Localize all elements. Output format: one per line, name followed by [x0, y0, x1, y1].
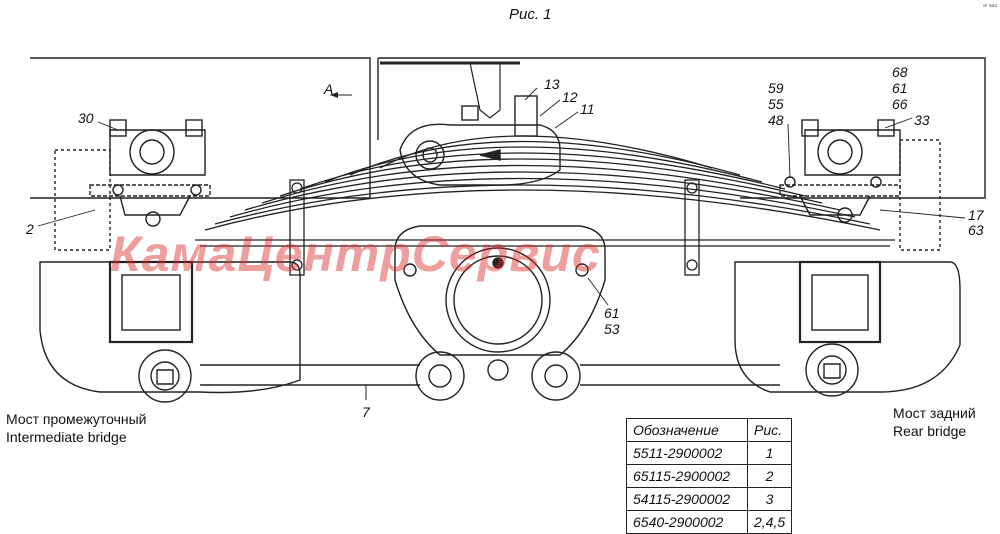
- header-figure: Рис.: [746, 418, 793, 442]
- left-spring-bracket: [54, 119, 211, 251]
- frame-rail: [30, 57, 986, 199]
- rear-bridge-en: Rear bridge: [893, 423, 967, 439]
- callout-17: 17: [968, 207, 984, 223]
- direction-arrow-icon: [330, 92, 338, 98]
- callout-11: 11: [580, 101, 595, 117]
- callout-55: 55: [768, 96, 784, 112]
- table-row: 65115-2900002 2: [626, 464, 793, 488]
- callout-48: 48: [768, 112, 784, 128]
- rear-axle-housing: [734, 260, 961, 397]
- callout-63: 63: [968, 222, 984, 238]
- designation-table: Обозначение Рис. 5511-2900002 1 65115-29…: [626, 418, 793, 534]
- callout-7: 7: [362, 404, 370, 420]
- table-row: 54115-2900002 3: [626, 487, 793, 511]
- figure-caption: Рис. 1: [509, 6, 552, 23]
- callout-2: 2: [26, 221, 34, 237]
- reaction-rod: [200, 351, 780, 401]
- watermark: КамаЦентрСервис: [110, 226, 601, 282]
- table-header-row: Обозначение Рис.: [626, 418, 793, 442]
- designation-cell: 65115-2900002: [626, 464, 748, 488]
- designation-cell: 5511-2900002: [626, 441, 748, 465]
- callout-13: 13: [544, 76, 560, 92]
- designation-cell: 54115-2900002: [626, 487, 748, 511]
- callout-leaders: [37, 87, 966, 306]
- leaf-spring-pack: [195, 135, 895, 276]
- callout-68: 68: [892, 64, 908, 80]
- figure-cell: 2: [746, 464, 793, 488]
- table-row: 6540-2900002 2,4,5: [626, 510, 793, 534]
- intermediate-bridge-ru: Мост промежуточный: [6, 411, 147, 427]
- callout-30: 30: [78, 110, 94, 126]
- intermediate-bridge-label: Мост промежуточный Intermediate bridge: [6, 410, 146, 446]
- rear-bridge-ru: Мост задний: [893, 405, 976, 421]
- direction-label: A: [324, 81, 334, 97]
- designation-cell: 6540-2900002: [626, 510, 748, 534]
- figure-cell: 2,4,5: [746, 510, 793, 534]
- callout-12: 12: [562, 89, 578, 105]
- callout-66: 66: [892, 96, 908, 112]
- callout-61-top: 61: [892, 80, 908, 96]
- table-row: 5511-2900002 1: [626, 441, 793, 465]
- callout-33: 33: [914, 112, 930, 128]
- rear-bridge-label: Мост задний Rear bridge: [893, 404, 976, 440]
- figure-cell: 1: [746, 441, 793, 465]
- right-spring-bracket: [779, 119, 941, 251]
- callout-53: 53: [604, 321, 620, 337]
- figure-cell: 3: [746, 487, 793, 511]
- corner-mark: а² ааа: [983, 3, 998, 9]
- header-designation: Обозначение: [626, 418, 748, 442]
- intermediate-bridge-en: Intermediate bridge: [6, 429, 127, 445]
- intermediate-axle-housing: [39, 260, 301, 403]
- callout-59: 59: [768, 80, 784, 96]
- trunnion-bracket: [394, 95, 606, 356]
- callout-61-bottom: 61: [604, 305, 620, 321]
